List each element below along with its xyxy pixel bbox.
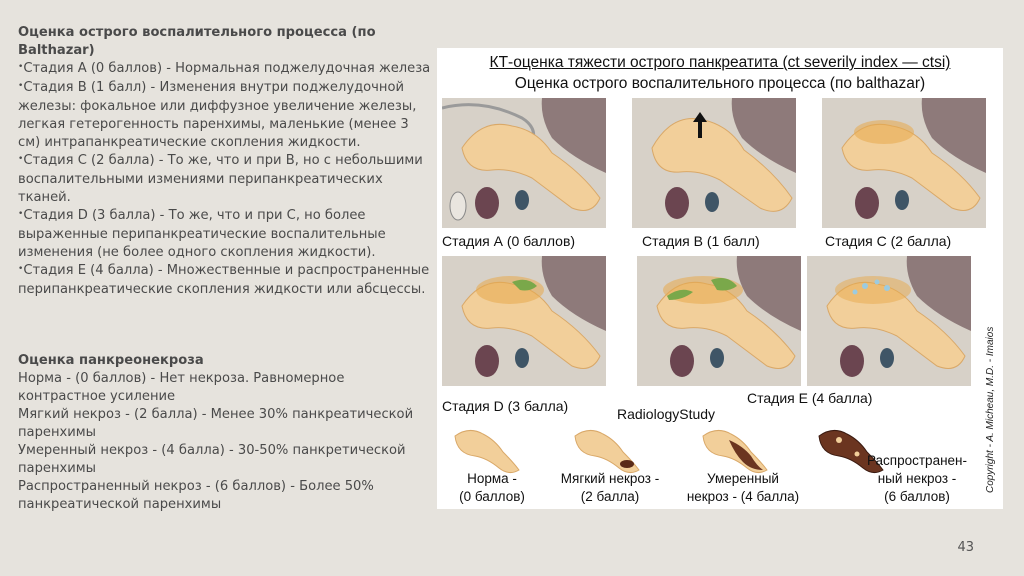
section-heading-necrosis: Оценка панкреонекроза	[18, 353, 204, 368]
ct-illustration	[822, 98, 986, 228]
bullet-text: Стадия B (1 балл) - Изменения внутри под…	[18, 80, 417, 150]
ct-panel-stage-d	[442, 256, 606, 386]
bullet-necrosis-moderate: Умеренный некроз - (4 балла) - 30-50% па…	[18, 442, 434, 478]
stage-b-caption: Стадия В (1 балл)	[642, 233, 760, 249]
label-line: некроз - (4 балла)	[686, 489, 800, 504]
necrosis-mild-label: Мягкий некроз - (2 балла)	[545, 470, 675, 506]
ct-panel-stage-b	[632, 98, 796, 228]
bullet-stage-c: Стадия С (2 балла) - То же, что и при В,…	[18, 152, 434, 207]
stage-a-caption: Стадия А (0 баллов)	[442, 233, 576, 249]
bullet-stage-e: Стадия Е (4 балла) - Множественные и рас…	[18, 262, 434, 299]
figure-title: КТ-оценка тяжести острого панкреатита (c…	[489, 54, 951, 71]
bullet-stage-a: Стадия A (0 баллов) - Нормальная поджелу…	[18, 60, 434, 79]
ctsi-figure: КТ-оценка тяжести острого панкреатита (c…	[437, 48, 1003, 509]
balthazar-section: Оценка острого воспалительного процесса …	[18, 24, 434, 299]
label-line: Мягкий некроз -	[560, 471, 660, 486]
bullet-text: Норма - (0 баллов) - Нет некроза. Равном…	[18, 371, 345, 404]
arrow-icon	[693, 112, 707, 138]
ct-panel-stage-a	[442, 98, 606, 228]
bullet-text: Умеренный некроз - (4 балла) - 30-50% па…	[18, 443, 406, 476]
ct-illustration	[442, 256, 606, 386]
bullet-text: Распространенный некроз - (6 баллов) - Б…	[18, 479, 374, 512]
copyright-text: Copyright - A. Micheau, M.D. - Imaios	[985, 326, 996, 493]
figure-subtitle: Оценка острого воспалительного процесса …	[514, 75, 926, 92]
necrosis-extensive-label: Распространен- ный некроз - (6 баллов)	[857, 452, 977, 506]
label-line: (6 баллов)	[884, 489, 950, 504]
necrosis-illustrations	[454, 430, 884, 474]
necrosis-section: Оценка панкреонекроза Норма - (0 баллов)…	[18, 352, 434, 514]
bullet-necrosis-mild: Мягкий некроз - (2 балла) - Менее 30% па…	[18, 406, 434, 442]
label-line: Умеренный	[707, 471, 779, 486]
ct-panel-stage-c	[822, 98, 986, 228]
label-line: (2 балла)	[580, 489, 640, 504]
label-line: Распространен-	[866, 453, 967, 468]
bullet-stage-d: Стадия D (3 балла) - То же, что и при С,…	[18, 207, 434, 262]
ct-illustration	[637, 256, 801, 386]
label-line: (0 баллов)	[459, 489, 525, 504]
label-line: Норма -	[467, 471, 517, 486]
radiology-watermark: RadiologyStudy	[617, 406, 716, 422]
bullet-stage-b: Стадия B (1 балл) - Изменения внутри под…	[18, 79, 434, 152]
stage-e-caption: Стадия Е (4 балла)	[747, 390, 873, 406]
bullet-text: Стадия С (2 балла) - То же, что и при В,…	[18, 153, 423, 205]
bullet-necrosis-extensive: Распространенный некроз - (6 баллов) - Б…	[18, 478, 434, 514]
bullet-text: Стадия D (3 балла) - То же, что и при С,…	[18, 208, 386, 260]
ct-illustration	[442, 98, 606, 228]
bullet-text: Мягкий некроз - (2 балла) - Менее 30% па…	[18, 407, 414, 440]
stage-c-caption: Стадия С (2 балла)	[825, 233, 952, 249]
page-number: 43	[957, 540, 974, 555]
ct-panel-stage-e1	[637, 256, 801, 386]
bullet-text: Стадия Е (4 балла) - Множественные и рас…	[18, 263, 430, 297]
necrosis-moderate-label: Умеренный некроз - (4 балла)	[675, 470, 811, 506]
ct-panel-stage-e2	[807, 256, 971, 386]
ct-illustration	[632, 98, 796, 228]
bullet-text: Стадия A (0 баллов) - Нормальная поджелу…	[23, 61, 431, 76]
label-line: ный некроз -	[877, 471, 957, 486]
bullet-necrosis-none: Норма - (0 баллов) - Нет некроза. Равном…	[18, 370, 434, 406]
necrosis-normal-label: Норма - (0 баллов)	[447, 470, 537, 506]
section-heading-balthazar: Оценка острого воспалительного процесса …	[18, 25, 376, 58]
ct-illustration	[807, 256, 971, 386]
stage-d-caption: Стадия D (3 балла)	[442, 398, 569, 414]
